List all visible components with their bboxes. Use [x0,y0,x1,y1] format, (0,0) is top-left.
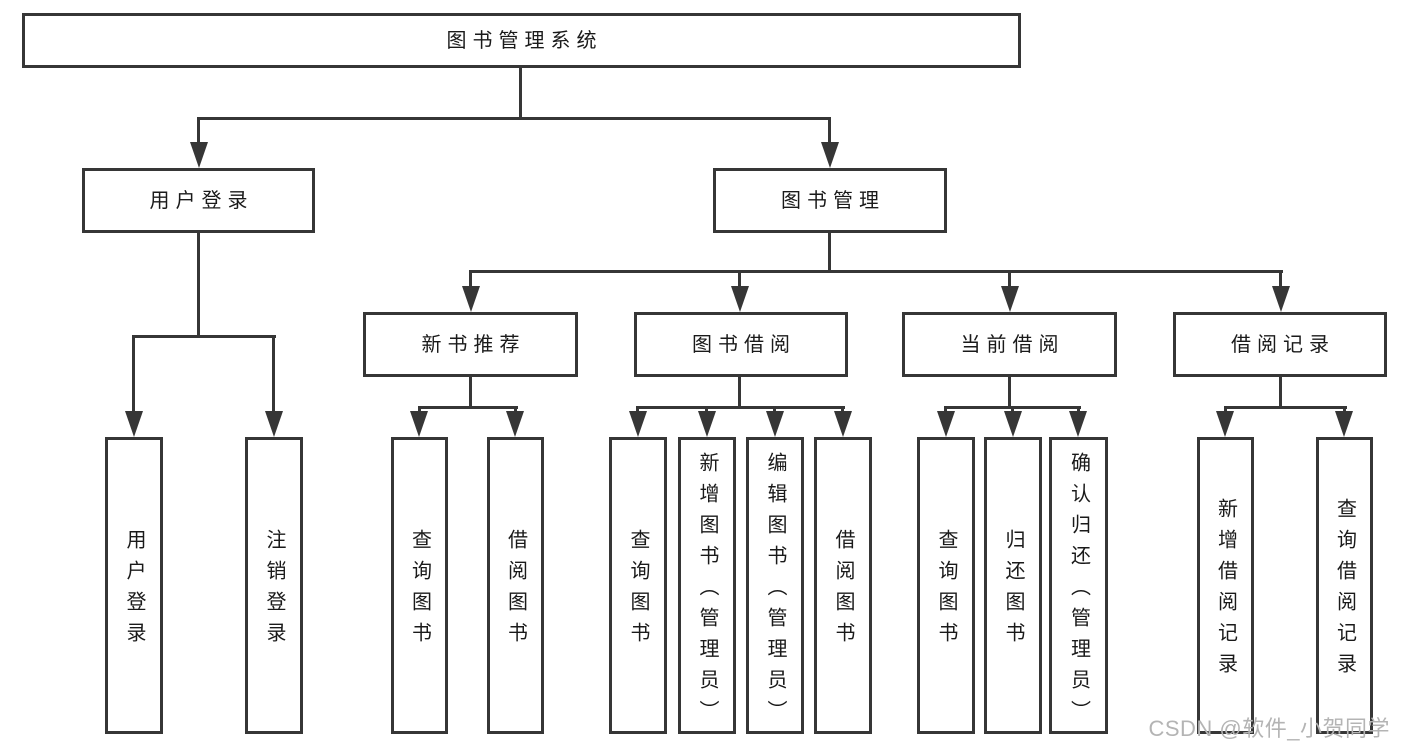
leaf-add-books-admin-label: 新增图书（管理员） [696,451,718,731]
node-root-label: 图书管理系统 [446,29,603,52]
arrow-down-icon [731,286,749,312]
arrow-down-icon [1001,286,1019,312]
connector-line [469,377,472,408]
connector-line [636,406,845,409]
node-new-book-recommend-label: 新书推荐 [421,333,526,356]
leaf-query-books-borrowing-label: 查询图书 [627,529,649,653]
connector-line [469,270,1283,273]
node-new-book-recommend: 新书推荐 [363,312,578,377]
leaf-user-login-label: 用户登录 [123,529,145,653]
leaf-query-books-recommend-label: 查询图书 [408,529,431,653]
connector-line [1279,270,1282,289]
leaf-confirm-return-admin-label: 确认归还（管理员） [1067,451,1090,731]
leaf-return-books: 归还图书 [984,437,1042,734]
connector-line [738,270,741,289]
connector-line [519,66,522,120]
node-root: 图书管理系统 [22,13,1021,68]
leaf-edit-books-admin: 编辑图书（管理员） [746,437,804,734]
leaf-logout: 注销登录 [245,437,303,734]
node-current-borrowing-label: 当前借阅 [960,333,1065,356]
leaf-query-borrow-record-label: 查询借阅记录 [1333,498,1356,684]
leaf-borrow-books-recommend-label: 借阅图书 [504,529,527,653]
node-user-login-label: 用户登录 [149,189,254,212]
connector-line [418,406,421,414]
node-borrowing-records: 借阅记录 [1173,312,1387,377]
node-book-management-label: 图书管理 [781,189,885,212]
connector-line [738,377,741,408]
node-borrowing-records-label: 借阅记录 [1231,333,1335,356]
node-user-login: 用户登录 [82,168,315,233]
connector-line [1224,406,1347,409]
connector-line [636,406,639,414]
connector-line [132,335,135,414]
node-book-management: 图书管理 [713,168,947,233]
node-current-borrowing: 当前借阅 [902,312,1117,377]
arrow-down-icon [1216,411,1234,437]
leaf-return-books-label: 归还图书 [1002,529,1024,653]
arrow-down-icon [766,411,784,437]
leaf-borrow-books: 借阅图书 [814,437,872,734]
arrow-down-icon [1272,286,1290,312]
arrow-down-icon [410,411,428,437]
arrow-down-icon [265,411,283,437]
connector-line [1077,406,1080,414]
connector-line [132,335,276,338]
leaf-add-books-admin: 新增图书（管理员） [678,437,736,734]
connector-line [514,406,517,414]
connector-line [469,270,472,289]
connector-line [272,335,275,414]
arrow-down-icon [698,411,716,437]
arrow-down-icon [1069,411,1087,437]
arrow-down-icon [1004,411,1022,437]
connector-line [944,406,947,414]
arrow-down-icon [821,142,839,168]
connector-line [197,233,200,338]
leaf-logout-label: 注销登录 [263,529,285,653]
connector-line [1008,270,1011,289]
leaf-borrow-books-recommend: 借阅图书 [487,437,544,734]
connector-line [1224,406,1227,414]
arrow-down-icon [629,411,647,437]
connector-line [705,406,708,414]
connector-line [1011,406,1014,414]
connector-line [1279,377,1282,408]
arrow-down-icon [462,286,480,312]
connector-line [841,406,844,414]
connector-line [418,406,518,409]
leaf-user-login: 用户登录 [105,437,163,734]
arrow-down-icon [506,411,524,437]
connector-line [828,233,831,273]
connector-line [1343,406,1346,414]
connector-line [773,406,776,414]
watermark: CSDN @软件_小贺同学 [1148,716,1390,741]
arrow-down-icon [190,142,208,168]
leaf-edit-books-admin-label: 编辑图书（管理员） [764,451,786,731]
connector-line [1008,377,1011,408]
arrow-down-icon [937,411,955,437]
leaf-query-books-recommend: 查询图书 [391,437,448,734]
leaf-query-books-current-label: 查询图书 [935,529,957,653]
leaf-confirm-return-admin: 确认归还（管理员） [1049,437,1108,734]
arrow-down-icon [834,411,852,437]
connector-line [197,117,200,144]
leaf-borrow-books-label: 借阅图书 [832,529,854,653]
leaf-query-borrow-record: 查询借阅记录 [1316,437,1373,734]
connector-line [197,117,831,120]
node-book-borrowing-label: 图书借阅 [692,333,796,356]
arrow-down-icon [125,411,143,437]
leaf-add-borrow-record: 新增借阅记录 [1197,437,1254,734]
leaf-add-borrow-record-label: 新增借阅记录 [1214,498,1237,684]
node-book-borrowing: 图书借阅 [634,312,848,377]
leaf-query-books-borrowing: 查询图书 [609,437,667,734]
connector-line [828,117,831,144]
arrow-down-icon [1335,411,1353,437]
leaf-query-books-current: 查询图书 [917,437,975,734]
